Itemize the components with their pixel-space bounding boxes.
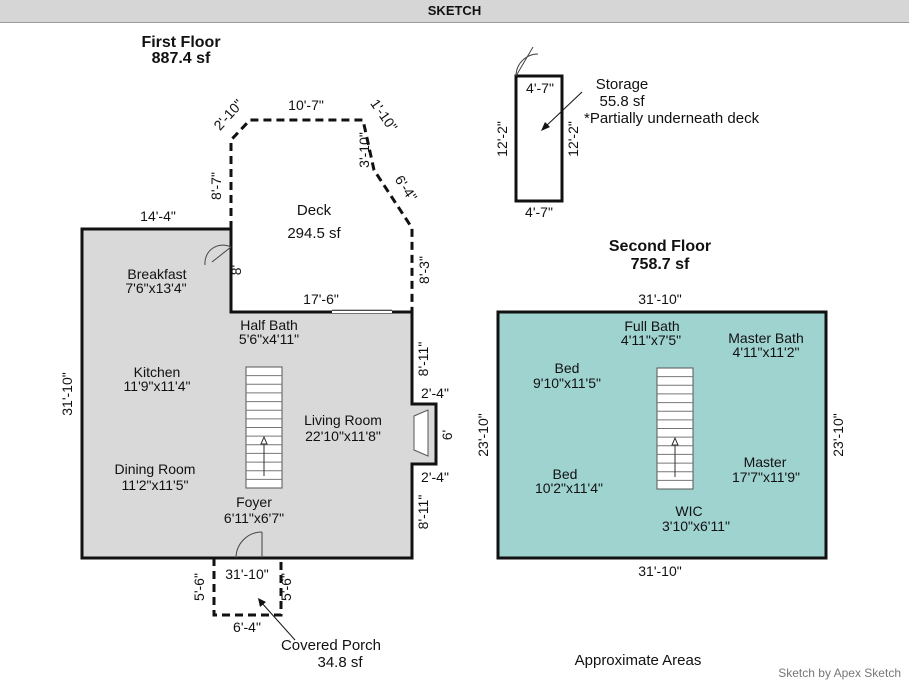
room-dining-name: Dining Room: [115, 461, 196, 477]
first-floor: [80, 227, 438, 560]
porch-outline: [212, 558, 283, 617]
storage-dim-left: 12'-2": [494, 121, 510, 157]
stair-arrow-head: [671, 436, 679, 446]
porch-label: Covered Porch: [281, 637, 381, 654]
ff-dim-step-side: 8': [228, 265, 244, 275]
apex-sketch-credit: Sketch by Apex Sketch: [778, 666, 901, 680]
room-wic-name: WIC: [675, 503, 702, 519]
ff-dim-bump-top: 2'-4": [421, 385, 449, 401]
storage-outline: [514, 74, 564, 203]
room-master-size: 17'7"x11'9": [732, 469, 800, 485]
ff-dim-bump-side: 6': [439, 430, 455, 440]
front-door-swing: [235, 531, 263, 559]
room-half-bath-name: Half Bath: [240, 317, 298, 333]
storage-door-leaf: [515, 46, 534, 77]
storage-pointer-arrow: [543, 91, 583, 129]
ff-dim-bump-bottom: 2'-4": [421, 469, 449, 485]
room-dining-size: 11'2"x11'5": [122, 477, 189, 493]
sf-dim-right: 23'-10": [830, 413, 846, 456]
room-foyer-size: 6'11"x6'7": [224, 510, 284, 526]
sketch-header: SKETCH: [0, 0, 909, 23]
second-floor-title: Second Floor: [609, 238, 711, 255]
porch-dim-bottom: 6'-4": [233, 619, 261, 635]
deck-door-swing: [204, 244, 232, 266]
ff-dim-right-bottom: 8'-11": [415, 495, 431, 530]
room-bed-2-size: 10'2"x11'4": [535, 480, 603, 496]
sf-dim-bottom: 31'-10": [638, 563, 681, 579]
second-floor-stairs: [656, 367, 694, 490]
room-bed-1-name: Bed: [555, 360, 580, 376]
ff-dim-left: 31'-10": [59, 372, 75, 415]
room-living-name: Living Room: [304, 412, 382, 428]
ff-dim-right-top: 8'-11": [415, 342, 431, 377]
approximate-areas-note: Approximate Areas: [575, 652, 702, 669]
room-breakfast-name: Breakfast: [127, 266, 186, 282]
porch-dim-top: 31'-10": [225, 566, 268, 582]
deck-dim-top: 10'-7": [288, 97, 324, 113]
deck-dim-right-diag: 6'-4": [392, 172, 421, 204]
covered-porch: [212, 558, 296, 641]
storage-area: 55.8 sf: [599, 93, 645, 110]
room-foyer-name: Foyer: [236, 494, 272, 510]
storage-note: *Partially underneath deck: [584, 110, 760, 127]
storage-door-swing: [515, 53, 539, 77]
sf-dim-left: 23'-10": [475, 413, 491, 456]
deck-dim-left: 8'-7": [208, 172, 224, 200]
room-half-bath-size: 5'6"x4'11": [239, 331, 299, 347]
room-master-bath-size: 4'11"x11'2": [733, 344, 800, 360]
porch-area: 34.8 sf: [317, 654, 363, 671]
room-bed-1-size: 9'10"x11'5": [533, 375, 601, 391]
fireplace-symbol: [413, 409, 429, 457]
porch-pointer-arrow: [260, 601, 296, 641]
deck-label: Deck: [297, 202, 332, 219]
ff-dim-step-top: 17'-6": [303, 291, 339, 307]
first-floor-area: 887.4 sf: [152, 50, 211, 67]
room-master-name: Master: [744, 454, 787, 470]
room-kitchen-size: 11'9"x11'4": [124, 378, 191, 394]
room-full-bath-size: 4'11"x7'5": [621, 332, 681, 348]
room-full-bath-name: Full Bath: [624, 318, 679, 334]
deck-dim-right: 8'-3": [416, 256, 432, 284]
room-breakfast-size: 7'6"x13'4": [125, 280, 186, 296]
first-floor-stairs: [245, 366, 283, 489]
ff-dim-top-left: 14'-4": [140, 208, 176, 224]
room-wic-size: 3'10"x6'11": [662, 518, 730, 534]
porch-dim-right: 5'-6": [278, 573, 294, 601]
sf-dim-top: 31'-10": [638, 291, 681, 307]
second-floor: [496, 310, 828, 560]
deck-area: 294.5 sf: [287, 225, 341, 242]
porch-pointer-head: [258, 598, 266, 607]
room-living-size: 22'10"x11'8": [305, 428, 381, 444]
deck-dim-top-right-diag: 1'-10": [367, 96, 401, 134]
header-title: SKETCH: [427, 3, 482, 18]
storage-dim-right: 12'-2": [565, 121, 581, 157]
porch-dim-left: 5'-6": [191, 573, 207, 601]
stair-arrow-head: [260, 435, 268, 445]
deck-dim-inner-right: 3'-10": [356, 132, 372, 168]
storage-pointer-head: [541, 122, 550, 131]
first-floor-title: First Floor: [141, 34, 220, 51]
room-kitchen-name: Kitchen: [134, 364, 181, 380]
room-master-bath-name: Master Bath: [728, 330, 803, 346]
second-floor-area: 758.7 sf: [631, 256, 690, 273]
storage-dim-top: 4'-7": [526, 80, 554, 96]
storage: [514, 46, 583, 203]
room-bed-2-name: Bed: [553, 466, 578, 482]
storage-dim-bottom: 4'-7": [525, 204, 553, 220]
storage-label: Storage: [596, 76, 649, 93]
deck-door-leaf: [211, 246, 232, 263]
